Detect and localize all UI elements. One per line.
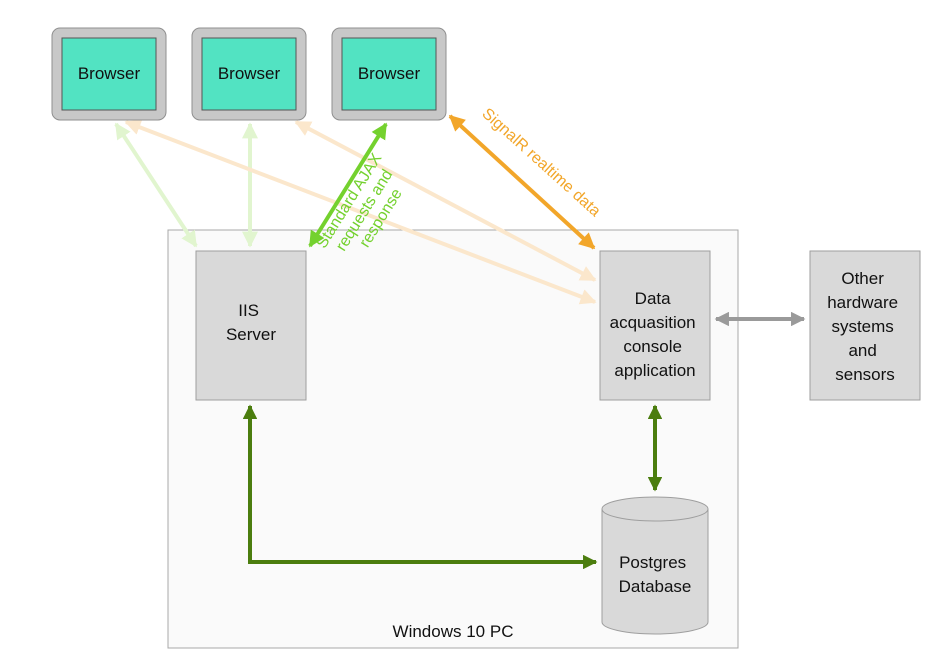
browser-1: Browser: [51, 27, 167, 121]
svg-text:SignalR realtime data: SignalR realtime data: [478, 105, 603, 220]
other-label-line-2: hardware: [827, 293, 898, 312]
daq-console-box: Data acquasition console application: [599, 250, 711, 401]
iis-db-arrow: [242, 404, 598, 570]
browser-2: Browser: [191, 27, 307, 121]
signalr-connection: SignalR realtime data: [448, 105, 604, 250]
daq-label-line-4: application: [614, 361, 695, 380]
iis-server-box: IIS Server: [195, 250, 307, 401]
svg-text:Data acquasition c: Data acquasition console application: [610, 289, 701, 380]
container-label: Windows 10 PC: [393, 622, 514, 641]
signalr-label: SignalR realtime data: [478, 105, 603, 220]
other-label-line-3: systems: [831, 317, 893, 336]
other-hardware-box: Other hardware systems and sensors: [809, 250, 921, 401]
postgres-database-cylinder: Postgres Database: [601, 496, 709, 635]
signalr-arrow: [448, 114, 596, 250]
iis-label-line-2: Server: [226, 325, 276, 344]
other-label-line-5: sensors: [835, 365, 895, 384]
browser-2-label: Browser: [218, 64, 281, 83]
other-label-line-1: Other: [841, 269, 884, 288]
daq-label-line-2: acquasition: [610, 313, 696, 332]
db-label-line-2: Database: [619, 577, 692, 596]
ajax-arrow: [308, 122, 388, 248]
iis-label-line-1: IIS: [238, 301, 259, 320]
svg-text:Postgres Database: Postgres Database: [619, 553, 692, 596]
svg-text:Other hardware sys: Other hardware systems and sensors: [827, 269, 903, 384]
browser-3-label: Browser: [358, 64, 421, 83]
daq-label-line-1: Data: [635, 289, 671, 308]
svg-text:IIS Server: IIS Server: [226, 301, 276, 344]
db-label-line-1: Postgres: [619, 553, 686, 572]
browser-1-label: Browser: [78, 64, 141, 83]
daq-label-line-3: console: [623, 337, 682, 356]
browser-3: Browser: [331, 27, 447, 121]
other-label-line-4: and: [848, 341, 876, 360]
